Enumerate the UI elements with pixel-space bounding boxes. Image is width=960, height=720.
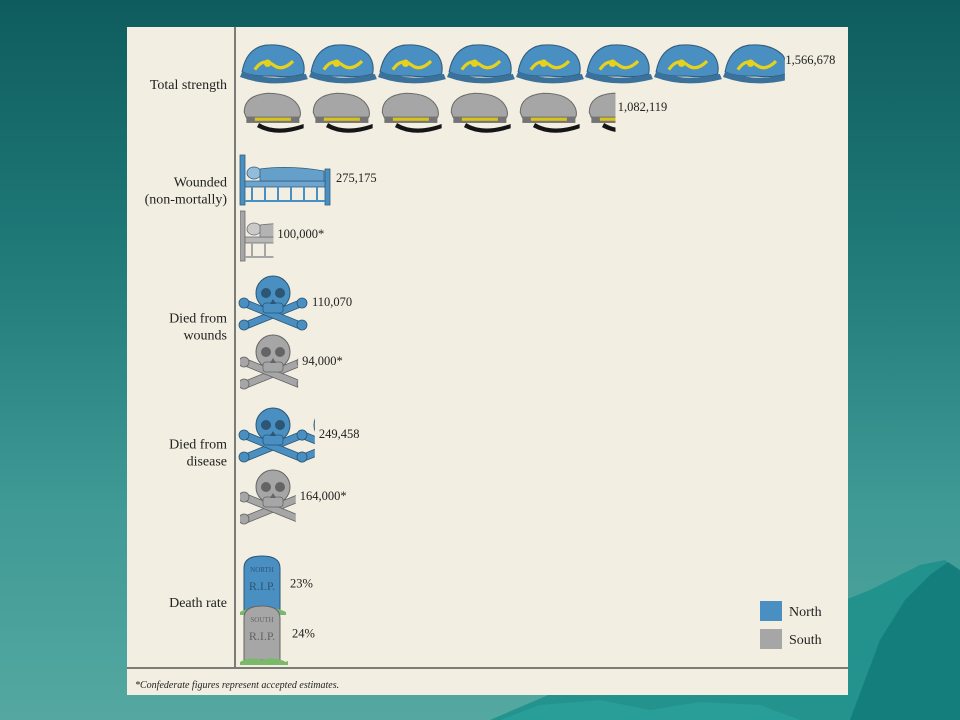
cap-icon: [378, 44, 446, 84]
bed-icon: [239, 154, 331, 206]
category-label: Total strength: [150, 78, 227, 93]
cap-icon: [381, 92, 442, 133]
skull-crossbones-icon: [238, 407, 308, 463]
legend-label: North: [789, 605, 822, 620]
cap-icon: [312, 92, 373, 133]
value-label: 1,566,678: [785, 53, 835, 67]
cap-icon: [585, 44, 653, 84]
svg-text:SOUTH: SOUTH: [296, 616, 319, 624]
category-label: (non-mortally): [145, 193, 228, 208]
value-label: 164,000*: [300, 489, 347, 503]
tombstone-icon: SOUTH R.I.P.: [240, 605, 286, 665]
category-label: Death rate: [169, 596, 227, 611]
cap-icon: [654, 44, 722, 84]
value-label: 100,000*: [277, 227, 324, 241]
svg-text:NORTH: NORTH: [250, 566, 274, 574]
category-label: Died from: [169, 312, 227, 327]
legend-swatch-south: [760, 629, 782, 649]
category-label: wounds: [183, 329, 227, 344]
svg-text:SOUTH: SOUTH: [250, 616, 273, 624]
skull-crossbones-icon: [298, 418, 315, 463]
footnote: *Confederate figures represent accepted …: [135, 680, 339, 691]
legend-label: South: [789, 633, 822, 648]
legend-swatch-north: [760, 601, 782, 621]
bed-icon: [240, 210, 274, 262]
category-label: Died from: [169, 438, 227, 453]
svg-text:R.I.P.: R.I.P.: [249, 629, 275, 643]
cap-icon: [588, 92, 616, 132]
value-label: 249,458: [319, 427, 360, 441]
value-label: 23%: [290, 577, 313, 591]
svg-text:R.I.P.: R.I.P.: [249, 579, 275, 593]
value-label: 24%: [292, 627, 315, 641]
category-label: Wounded: [174, 176, 227, 191]
value-label: 110,070: [312, 295, 352, 309]
cap-icon: [516, 44, 584, 84]
category-label: disease: [187, 455, 227, 470]
cap-icon: [450, 92, 511, 133]
value-label: 94,000*: [302, 354, 343, 368]
cap-icon: [240, 44, 308, 84]
value-label: 275,175: [336, 171, 377, 185]
value-label: 1,082,119: [618, 100, 668, 114]
cap-icon: [309, 44, 377, 84]
cap-icon: [243, 92, 304, 133]
cap-icon: [723, 44, 785, 84]
skull-crossbones-icon: [238, 275, 308, 331]
skull-crossbones-icon: [240, 334, 299, 390]
skull-crossbones-icon: [240, 469, 296, 525]
cap-icon: [447, 44, 515, 84]
cap-icon: [519, 92, 580, 133]
